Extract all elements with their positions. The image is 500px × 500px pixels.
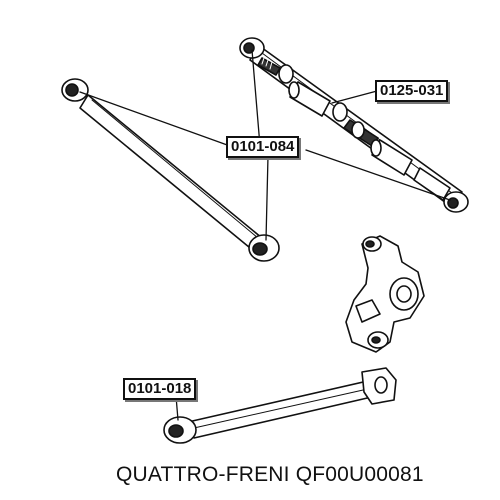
- part-number-label-0125-031: 0125-031: [375, 80, 449, 102]
- lower-control-arm: [163, 367, 397, 444]
- adjustable-link-assembly: [239, 37, 469, 213]
- leader-lines: [79, 49, 451, 421]
- part-number-label-0101-018: 0101-018: [123, 378, 197, 400]
- brand-part-number: QUATTRO-FRENI QF00U00081: [116, 463, 424, 486]
- lateral-arm-long: [61, 78, 280, 262]
- rear-knuckle: [345, 235, 425, 353]
- part-number-label-0101-084: 0101-084: [226, 136, 300, 158]
